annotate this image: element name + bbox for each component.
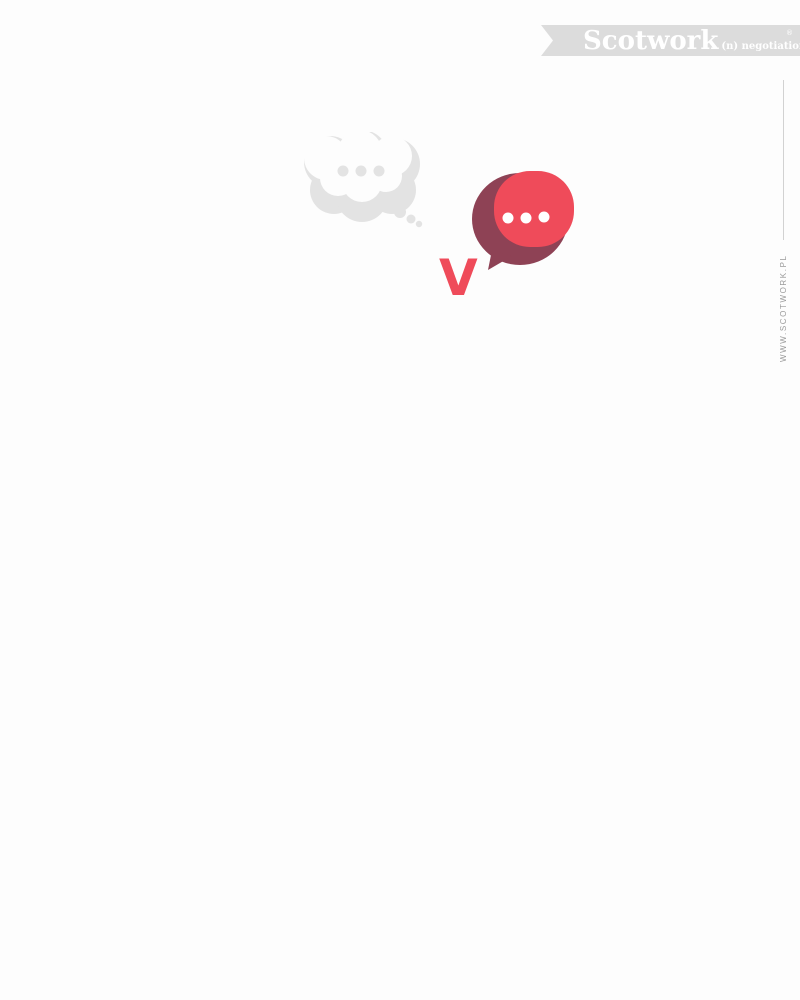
logo-brand-name: Scotwork (583, 26, 719, 56)
logo-banner-shape (541, 25, 800, 56)
registered-mark: ® (786, 29, 793, 37)
thought-cloud-icon (304, 132, 423, 228)
speech-bubble-icon (472, 171, 574, 270)
side-divider (783, 80, 784, 240)
versus-letter: V (439, 249, 478, 307)
brand-logo[interactable]: Scotwork(n) negotiation ® (541, 25, 800, 56)
website-url[interactable]: WWW.SCOTWORK.PL (779, 254, 788, 362)
logo-tagline: (n) negotiation (721, 41, 800, 52)
logo-wordmark: Scotwork(n) negotiation (583, 26, 800, 56)
